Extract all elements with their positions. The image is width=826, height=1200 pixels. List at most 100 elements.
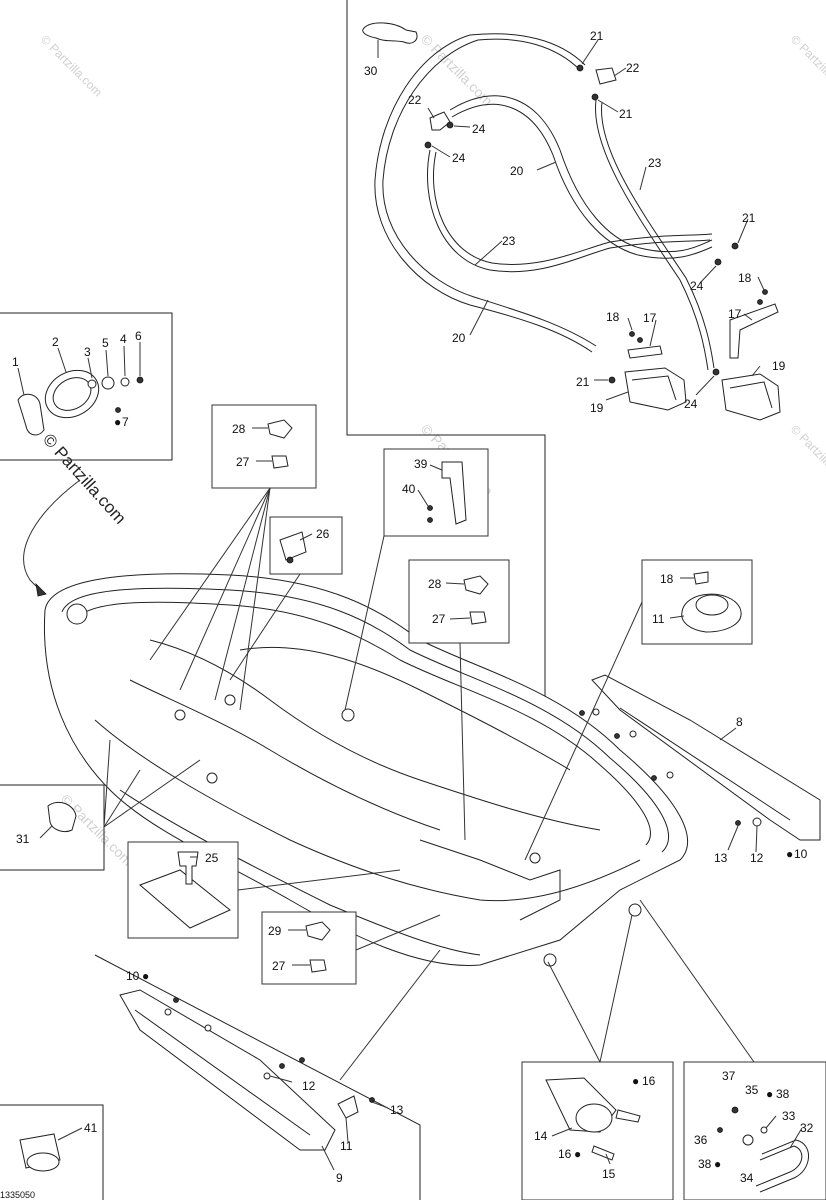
- pump-19-right: [721, 373, 781, 421]
- clamp-21c: [731, 242, 739, 250]
- drop-symbol-10-a: ●: [786, 847, 793, 861]
- clamp-24d: [712, 368, 720, 376]
- clamp-21d: [608, 376, 616, 384]
- label-part-2: 2: [52, 335, 59, 349]
- plate-25: [139, 869, 231, 929]
- pump-19-left: [624, 367, 687, 411]
- label-part-27-b: 27: [432, 612, 446, 626]
- label-part-38-b: 38: [698, 1157, 712, 1171]
- clamp-24a: [446, 121, 454, 129]
- label-part-22-b: 22: [408, 93, 422, 107]
- hose-box-border: [346, 0, 546, 700]
- label-part-10-a: 10: [794, 847, 808, 861]
- fitting-22-left: [429, 111, 451, 131]
- label-part-5: 5: [102, 336, 109, 350]
- clamp-21a: [576, 64, 584, 72]
- label-part-4: 4: [120, 332, 127, 346]
- fitting-22-right: [595, 67, 617, 85]
- clamp-31: [47, 801, 77, 833]
- washer-4: [120, 377, 130, 387]
- label-part-35: 35: [745, 1083, 759, 1097]
- hose-box: [346, 0, 781, 700]
- washer-12: [752, 817, 762, 827]
- label-part-17-a: 17: [728, 307, 742, 321]
- clip-box-lower: [261, 911, 357, 985]
- label-part-10-b: 10: [126, 969, 140, 983]
- label-part-20-a: 20: [510, 164, 524, 178]
- label-part-19-a: 19: [590, 401, 604, 415]
- drop-symbol-16-b: ●: [574, 1147, 581, 1161]
- handle-part-1: [17, 393, 45, 436]
- drawing-code: 1335050: [0, 1190, 35, 1200]
- hull-bow-eye: [66, 603, 88, 625]
- label-part-17-b: 17: [643, 311, 657, 325]
- rub-rail-right: [591, 674, 821, 841]
- nut-13: [735, 820, 741, 826]
- handle-32: [755, 1145, 803, 1187]
- fitting-box: [521, 1061, 674, 1200]
- clamp-box-26: [269, 516, 343, 575]
- bracket-17-left: [627, 345, 663, 359]
- bolt-18a: [629, 331, 635, 337]
- cover-part-2: [44, 369, 100, 419]
- cover-box: [0, 312, 173, 461]
- leader-lines: [17, 39, 803, 1171]
- watermark-main: © Partzilla.com: [39, 430, 130, 528]
- label-part-24-d: 24: [684, 397, 698, 411]
- label-part-26: 26: [316, 527, 330, 541]
- screw-7: [115, 407, 121, 413]
- label-part-31: 31: [16, 832, 30, 846]
- clamp-24c: [714, 258, 722, 266]
- label-part-21-d: 21: [576, 375, 590, 389]
- label-part-28-b: 28: [428, 577, 442, 591]
- clip-box-mid: [408, 559, 510, 644]
- label-part-24-a: 24: [472, 122, 486, 136]
- rivet-27-mid: [469, 611, 487, 625]
- clip-box-top: [211, 404, 317, 489]
- clip-28-top: [267, 419, 293, 439]
- bracket-box: [383, 448, 489, 537]
- clamp-26: [279, 531, 307, 561]
- label-part-7: 7: [122, 415, 129, 429]
- watermark-tr: © Partzilla.com: [788, 32, 826, 99]
- label-part-28-a: 28: [232, 422, 246, 436]
- label-part-36: 36: [694, 1133, 708, 1147]
- label-part-27-a: 27: [236, 455, 250, 469]
- label-part-13-a: 13: [714, 851, 728, 865]
- clip-28-mid: [463, 575, 489, 595]
- label-part-30: 30: [364, 64, 378, 78]
- hose-23-lower: [427, 149, 711, 273]
- washer-35: [742, 1134, 754, 1146]
- label-part-11-b: 11: [340, 1139, 353, 1153]
- rivet-27-top: [271, 455, 289, 469]
- screw-40: [427, 505, 433, 511]
- hull-rim: [61, 587, 669, 853]
- hull-outer: [43, 573, 688, 966]
- drop-symbol-7: ●: [114, 415, 121, 429]
- handle-box: [683, 1061, 826, 1200]
- label-part-21-c: 21: [742, 211, 756, 225]
- label-part-21-b: 21: [619, 107, 633, 121]
- hull-drain-right: [628, 903, 642, 917]
- hose-23-right: [595, 99, 709, 371]
- label-part-16-a: 16: [642, 1074, 656, 1088]
- clip-29: [305, 921, 331, 941]
- nut-6: [136, 376, 144, 384]
- label-part-25: 25: [205, 851, 219, 865]
- watermark-tl: © Partzilla.com: [38, 32, 105, 99]
- cap-11: [681, 593, 742, 633]
- label-part-18-b: 18: [606, 310, 620, 324]
- washer-33: [760, 1126, 768, 1134]
- label-part-41: 41: [84, 1121, 98, 1135]
- label-part-27-c: 27: [272, 959, 286, 973]
- bracket-39: [441, 461, 467, 525]
- rub-rail-9: [94, 954, 421, 1200]
- label-part-8: 8: [736, 715, 743, 729]
- label-part-23-a: 23: [648, 156, 662, 170]
- label-part-18-c: 18: [660, 572, 674, 586]
- label-part-12-b: 12: [302, 1079, 316, 1093]
- label-part-12-a: 12: [750, 851, 764, 865]
- drop-symbol-38-b: ●: [714, 1157, 721, 1171]
- label-part-38-a: 38: [776, 1087, 790, 1101]
